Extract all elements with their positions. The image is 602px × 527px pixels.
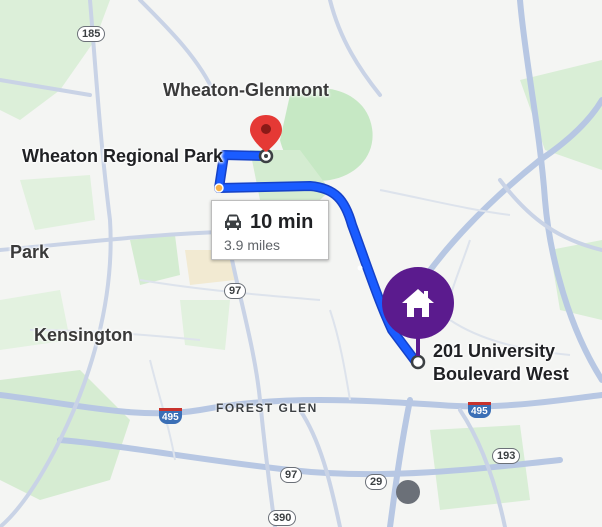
- place-label-wheaton-glenmont: Wheaton-Glenmont: [163, 80, 329, 100]
- start-waypoint-icon[interactable]: [258, 148, 274, 164]
- route-shield-390: 390: [268, 510, 297, 526]
- route-shield-97-north: 97: [224, 283, 247, 299]
- destination-label-line1[interactable]: 201 University: [433, 341, 556, 361]
- interstate-shield-495-east: 495: [468, 402, 491, 418]
- route-shield-193: 193: [492, 448, 521, 464]
- route-shield-29: 29: [365, 474, 388, 490]
- route-info-row: 10 min: [222, 211, 313, 234]
- poi-label-wheaton-regional-park[interactable]: Wheaton Regional Park: [22, 146, 224, 166]
- interstate-shield-495-west: 495: [159, 408, 182, 424]
- route-distance: 3.9 miles: [224, 237, 281, 253]
- route-time: 10 min: [250, 211, 314, 233]
- route-shield-97-south: 97: [280, 467, 303, 483]
- place-label-kensington: Kensington: [34, 325, 133, 345]
- home-icon: [402, 289, 434, 317]
- transit-station-icon[interactable]: [396, 480, 420, 504]
- place-label-forest-glen: FOREST GLEN: [216, 401, 318, 415]
- end-waypoint-icon[interactable]: [410, 354, 426, 370]
- route-info-callout[interactable]: 10 min 3.9 miles: [211, 200, 329, 260]
- place-label-park: Park: [10, 242, 50, 262]
- destination-label-line2[interactable]: Boulevard West: [433, 364, 569, 384]
- car-icon: [225, 214, 241, 230]
- route-shield-185: 185: [77, 26, 106, 42]
- home-marker[interactable]: [382, 267, 454, 339]
